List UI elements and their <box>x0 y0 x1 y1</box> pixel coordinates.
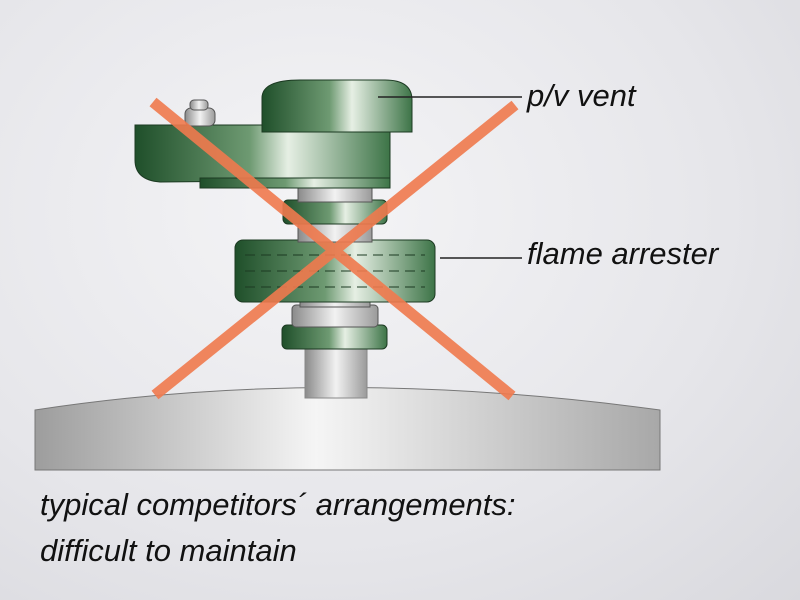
cross-out-mark <box>149 97 519 401</box>
flame-arrester-label: flame arrester <box>527 236 719 271</box>
pv-vent-body <box>134 79 413 189</box>
tank-roof <box>34 387 661 471</box>
upper-flange <box>282 179 388 243</box>
lower-flange <box>281 294 388 350</box>
tank-nozzle <box>304 347 368 399</box>
caption-line-2: difficult to maintain <box>40 533 297 568</box>
caption-line-1: typical competitors´ arrangements: <box>40 487 516 522</box>
pv-vent-label: p/v vent <box>527 78 636 113</box>
